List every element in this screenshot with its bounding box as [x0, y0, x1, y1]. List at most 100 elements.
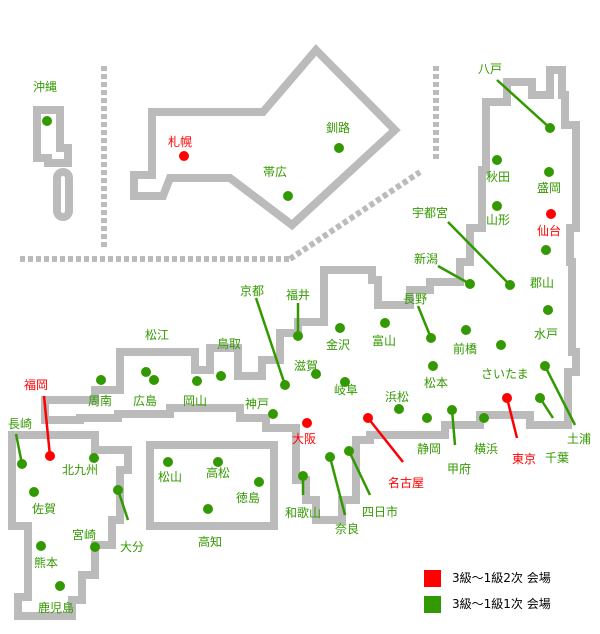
sapporo-label: 札幌 [168, 135, 193, 149]
kanazawa-label: 金沢 [326, 338, 351, 352]
nagasaki-marker [17, 459, 27, 469]
niigata-leader-line [437, 264, 471, 286]
legend-minor-swatch [424, 596, 441, 613]
kagoshima-label: 鹿児島 [38, 601, 75, 615]
nagasaki-label: 長崎 [8, 417, 33, 431]
utsunomiya-leader-line [447, 221, 511, 286]
saitama-marker [496, 340, 506, 350]
koriyama-marker [541, 245, 551, 255]
osaka-label: 大阪 [292, 432, 317, 446]
nagano-marker [426, 333, 436, 343]
maebashi-label: 前橋 [453, 342, 478, 356]
nara-label: 奈良 [335, 522, 360, 536]
nagoya-leader-line [367, 417, 404, 463]
kumamoto-label: 熊本 [34, 556, 59, 570]
obihiro-label: 帯広 [263, 165, 288, 179]
saga-marker [29, 487, 39, 497]
tsuchiura-leader-line [543, 365, 577, 426]
kyoto-marker [280, 380, 290, 390]
saitama-label: さいたま [481, 367, 529, 381]
shizuoka-marker [422, 413, 432, 423]
nagoya-marker [363, 413, 373, 423]
hamamatsu-marker [394, 404, 404, 414]
fukuoka-marker [45, 451, 55, 461]
morioka-label: 盛岡 [537, 181, 562, 195]
shiga-marker [311, 369, 321, 379]
saga-label: 佐賀 [32, 502, 57, 516]
nagasaki-leader-line [14, 433, 24, 465]
fukui-marker [293, 331, 303, 341]
hokkaido-outline [130, 44, 401, 231]
kobe-marker [268, 409, 278, 419]
okayama-label: 岡山 [183, 394, 208, 408]
shikoku-outline [146, 441, 278, 530]
shiga-label: 滋賀 [294, 359, 319, 373]
kitakyushu-marker [89, 453, 99, 463]
matsuyama-marker [163, 457, 173, 467]
tokyo-label: 東京 [512, 452, 537, 466]
wakayama-marker [298, 471, 308, 481]
kyoto-leader-line [254, 297, 287, 386]
miyazaki-label: 宮崎 [72, 528, 97, 542]
yokkaichi-leader-line [347, 450, 372, 496]
utsunomiya-label: 宇都宮 [412, 206, 449, 220]
akita-label: 秋田 [486, 170, 511, 184]
fukui-label: 福井 [286, 288, 311, 302]
yokkaichi-label: 四日市 [362, 505, 399, 519]
kofu-leader-line [450, 409, 457, 446]
kitakyushu-label: 北九州 [62, 463, 99, 477]
okayama-marker [192, 376, 202, 386]
legend-major-swatch [424, 570, 441, 587]
hachinohe-label: 八戸 [478, 62, 503, 76]
osaka-marker [302, 418, 312, 428]
okinawa-label: 沖縄 [33, 80, 58, 94]
okinawa-marker [42, 116, 52, 126]
mito-label: 水戸 [534, 327, 559, 341]
nagoya-label: 名古屋 [388, 476, 425, 490]
legend-major-label: 3級～1級2次 会場 [452, 571, 551, 585]
takamatsu-label: 高松 [206, 466, 231, 480]
niigata-label: 新潟 [414, 252, 439, 266]
yokkaichi-marker [344, 446, 354, 456]
gifu-marker [340, 377, 350, 387]
kumamoto-marker [36, 541, 46, 551]
akita-marker [492, 155, 502, 165]
yamagata-label: 山形 [486, 213, 511, 227]
maebashi-marker [461, 325, 471, 335]
sapporo-marker [179, 151, 189, 161]
kochi-label: 高知 [198, 535, 223, 549]
oita-leader-line [116, 489, 130, 521]
kyushu-outline [8, 431, 132, 620]
legend-minor-label: 3級～1級1次 会場 [452, 597, 551, 611]
chiba-marker [535, 393, 545, 403]
mito-marker [543, 305, 553, 315]
matsue-marker [141, 367, 151, 377]
shizuoka-label: 静岡 [417, 442, 442, 456]
tsuchiura-label: 土浦 [567, 432, 592, 446]
chiba-label: 千葉 [545, 451, 570, 465]
tottori-label: 鳥取 [217, 337, 242, 351]
nara-marker [325, 452, 335, 462]
tottori-marker [216, 371, 226, 381]
yamagata-marker [492, 201, 502, 211]
matsuyama-label: 松山 [158, 470, 183, 484]
kofu-marker [447, 405, 457, 415]
miyazaki-marker [90, 542, 100, 552]
kofu-label: 甲府 [447, 462, 472, 476]
divider-diagonal [288, 169, 422, 262]
tokushima-label: 徳島 [236, 491, 261, 505]
matsue-label: 松江 [145, 328, 170, 342]
shunan-marker [96, 375, 106, 385]
takamatsu-marker [213, 457, 223, 467]
okinawa-islet-outline [53, 168, 73, 221]
wakayama-label: 和歌山 [285, 506, 322, 520]
kanazawa-marker [335, 323, 345, 333]
nara-leader-line [328, 456, 347, 516]
utsunomiya-marker [505, 280, 515, 290]
obihiro-marker [283, 191, 293, 201]
hachinohe-marker [545, 123, 555, 133]
sendai-marker [546, 209, 556, 219]
hachinohe-leader-line [496, 79, 551, 129]
yokohama-marker [479, 413, 489, 423]
